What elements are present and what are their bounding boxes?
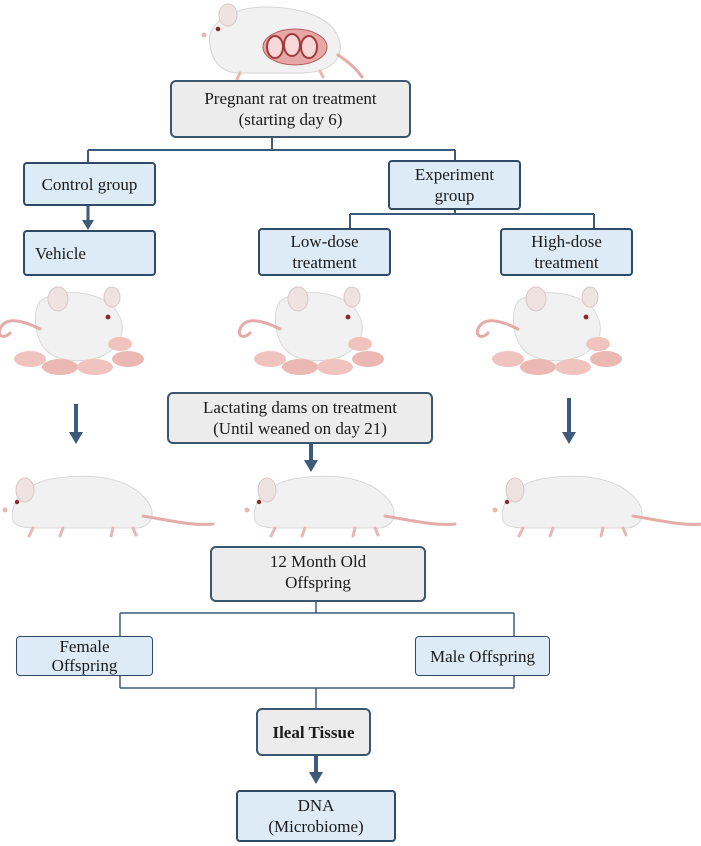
pregnant-rat-label: Pregnant rat on treatment (starting day … bbox=[204, 89, 377, 129]
arrow-control-vehicle bbox=[82, 206, 94, 230]
connector-experiment-split bbox=[349, 210, 595, 228]
ileal-tissue-node: Ileal Tissue bbox=[256, 708, 371, 756]
control-group-label: Control group bbox=[41, 174, 138, 194]
female-offspring-node: Female Offspring bbox=[16, 636, 153, 676]
low-dose-label: Low-dose treatment bbox=[290, 232, 359, 272]
connector-pregnant-split bbox=[87, 137, 456, 162]
female-offspring-label: Female Offspring bbox=[51, 637, 118, 675]
adult-rat-icon bbox=[1, 474, 215, 538]
rat-with-pups-icon bbox=[237, 285, 386, 377]
male-offspring-node: Male Offspring bbox=[415, 636, 550, 676]
connector-sex-merge bbox=[119, 676, 515, 708]
male-offspring-label: Male Offspring bbox=[430, 646, 535, 666]
adult-rat-icon bbox=[243, 474, 457, 538]
rat-with-pups-icon bbox=[475, 285, 624, 377]
vehicle-node: Vehicle bbox=[23, 230, 156, 276]
rat-with-pups-icon bbox=[0, 285, 146, 377]
dna-microbiome-node: DNA (Microbiome) bbox=[236, 790, 396, 842]
vehicle-label: Vehicle bbox=[35, 243, 86, 263]
low-dose-node: Low-dose treatment bbox=[258, 228, 391, 276]
adult-rat-icon bbox=[491, 474, 701, 538]
arrow-left-down bbox=[69, 404, 83, 444]
dna-microbiome-label: DNA (Microbiome) bbox=[268, 796, 364, 836]
arrow-center-down bbox=[304, 443, 318, 472]
pregnant-rat-icon bbox=[201, 3, 364, 81]
control-group-node: Control group bbox=[23, 162, 156, 206]
connector-offspring-split bbox=[119, 601, 515, 636]
experiment-group-label: Experiment group bbox=[414, 165, 495, 205]
lactating-dams-node: Lactating dams on treatment (Until weane… bbox=[167, 392, 433, 444]
arrow-ileal-dna bbox=[309, 755, 323, 784]
ileal-tissue-label: Ileal Tissue bbox=[272, 722, 355, 742]
arrow-right-down bbox=[562, 398, 576, 444]
twelve-month-offspring-label: 12 Month Old Offspring bbox=[269, 552, 367, 592]
lactating-dams-label: Lactating dams on treatment (Until weane… bbox=[202, 398, 397, 438]
high-dose-label: High-dose treatment bbox=[531, 232, 602, 272]
experiment-group-node: Experiment group bbox=[388, 160, 521, 210]
high-dose-node: High-dose treatment bbox=[500, 228, 633, 276]
twelve-month-offspring-node: 12 Month Old Offspring bbox=[210, 546, 426, 602]
pregnant-rat-node: Pregnant rat on treatment (starting day … bbox=[170, 80, 411, 138]
